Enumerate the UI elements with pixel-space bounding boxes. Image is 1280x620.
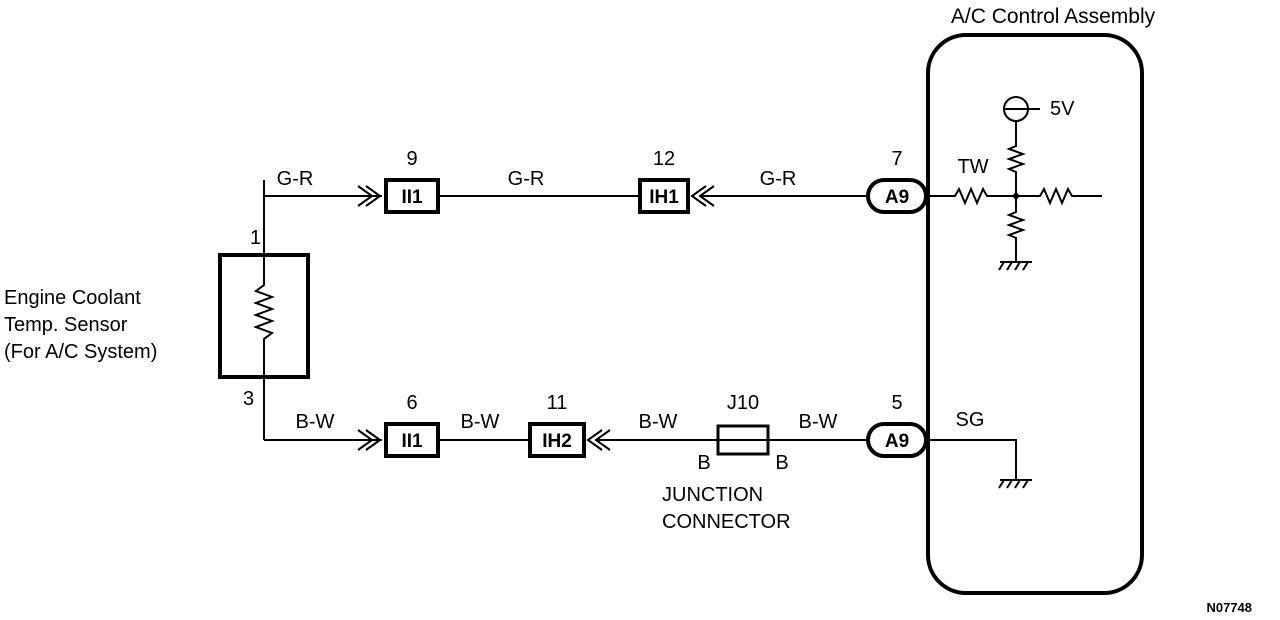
- top-conn-ih1-pin: 12: [653, 148, 675, 170]
- top-arrow-2: [690, 185, 707, 207]
- top-wire-color-1: G-R: [277, 168, 314, 190]
- bottom-conn-a9-label: A9: [885, 431, 909, 452]
- top-wire-color-2: G-R: [508, 168, 545, 190]
- top-conn-ih1: [638, 178, 690, 214]
- top-wire-color-3: G-R: [760, 168, 797, 190]
- bottom-conn-ih2-label: IH2: [542, 431, 572, 452]
- ground-hatch-top: [998, 261, 1029, 271]
- bottom-wire-color-4: B-W: [799, 411, 838, 433]
- sensor-thermistor: [253, 180, 275, 440]
- bottom-conn-a9: [866, 422, 928, 458]
- figure-code: N07748: [1206, 600, 1252, 615]
- junction-j10-label: J10: [727, 392, 759, 414]
- bottom-wire-color-2: B-W: [461, 411, 500, 433]
- signal-tw: TW: [957, 156, 988, 178]
- pulldown-resistor: [1006, 196, 1026, 262]
- top-conn-ii1-pin: 9: [406, 148, 417, 170]
- sensor-label-2: Temp. Sensor: [4, 314, 128, 336]
- signal-sg: SG: [956, 409, 985, 431]
- junction-pin-left: B: [697, 452, 710, 474]
- top-conn-ii1-label: II1: [401, 187, 423, 208]
- bottom-arrow-1b: [357, 429, 374, 451]
- top-arrow-1: [365, 185, 382, 207]
- bottom-conn-ih2: [528, 422, 586, 458]
- sensor-label-3: (For A/C System): [4, 341, 157, 363]
- top-conn-a9-label: A9: [885, 187, 909, 208]
- bottom-conn-ii1-label: II1: [401, 431, 423, 452]
- bottom-conn-a9-pin: 5: [891, 392, 902, 414]
- junction-caption-1: JUNCTION: [662, 484, 763, 506]
- bottom-wire-color-1: B-W: [296, 411, 335, 433]
- sg-wire: [928, 439, 1017, 480]
- pullup-resistor: [1006, 122, 1026, 196]
- bottom-arrow-1: [365, 429, 382, 451]
- sensor-label-1: Engine Coolant: [4, 287, 141, 309]
- bottom-arrow-2: [586, 429, 603, 451]
- top-conn-ih1-label: IH1: [649, 187, 679, 208]
- top-conn-a9-pin: 7: [891, 148, 902, 170]
- sensor-pin-top: 1: [250, 227, 261, 249]
- voltage-label: 5V: [1050, 98, 1075, 120]
- top-conn-ii1: [384, 178, 440, 214]
- top-arrow-1b: [357, 185, 374, 207]
- bottom-conn-ih2-pin: 11: [547, 392, 568, 414]
- bottom-conn-ii1-pin: 6: [406, 392, 417, 414]
- ac-control-assembly-box: [926, 33, 1144, 595]
- assembly-title: A/C Control Assembly: [951, 5, 1156, 28]
- sensor-pin-bottom: 3: [243, 388, 254, 410]
- top-conn-a9: [866, 178, 928, 214]
- junction-pin-right: B: [775, 452, 788, 474]
- junction-caption-2: CONNECTOR: [662, 511, 791, 533]
- bottom-wire-color-3: B-W: [639, 411, 678, 433]
- ground-hatch-bottom: [998, 479, 1029, 489]
